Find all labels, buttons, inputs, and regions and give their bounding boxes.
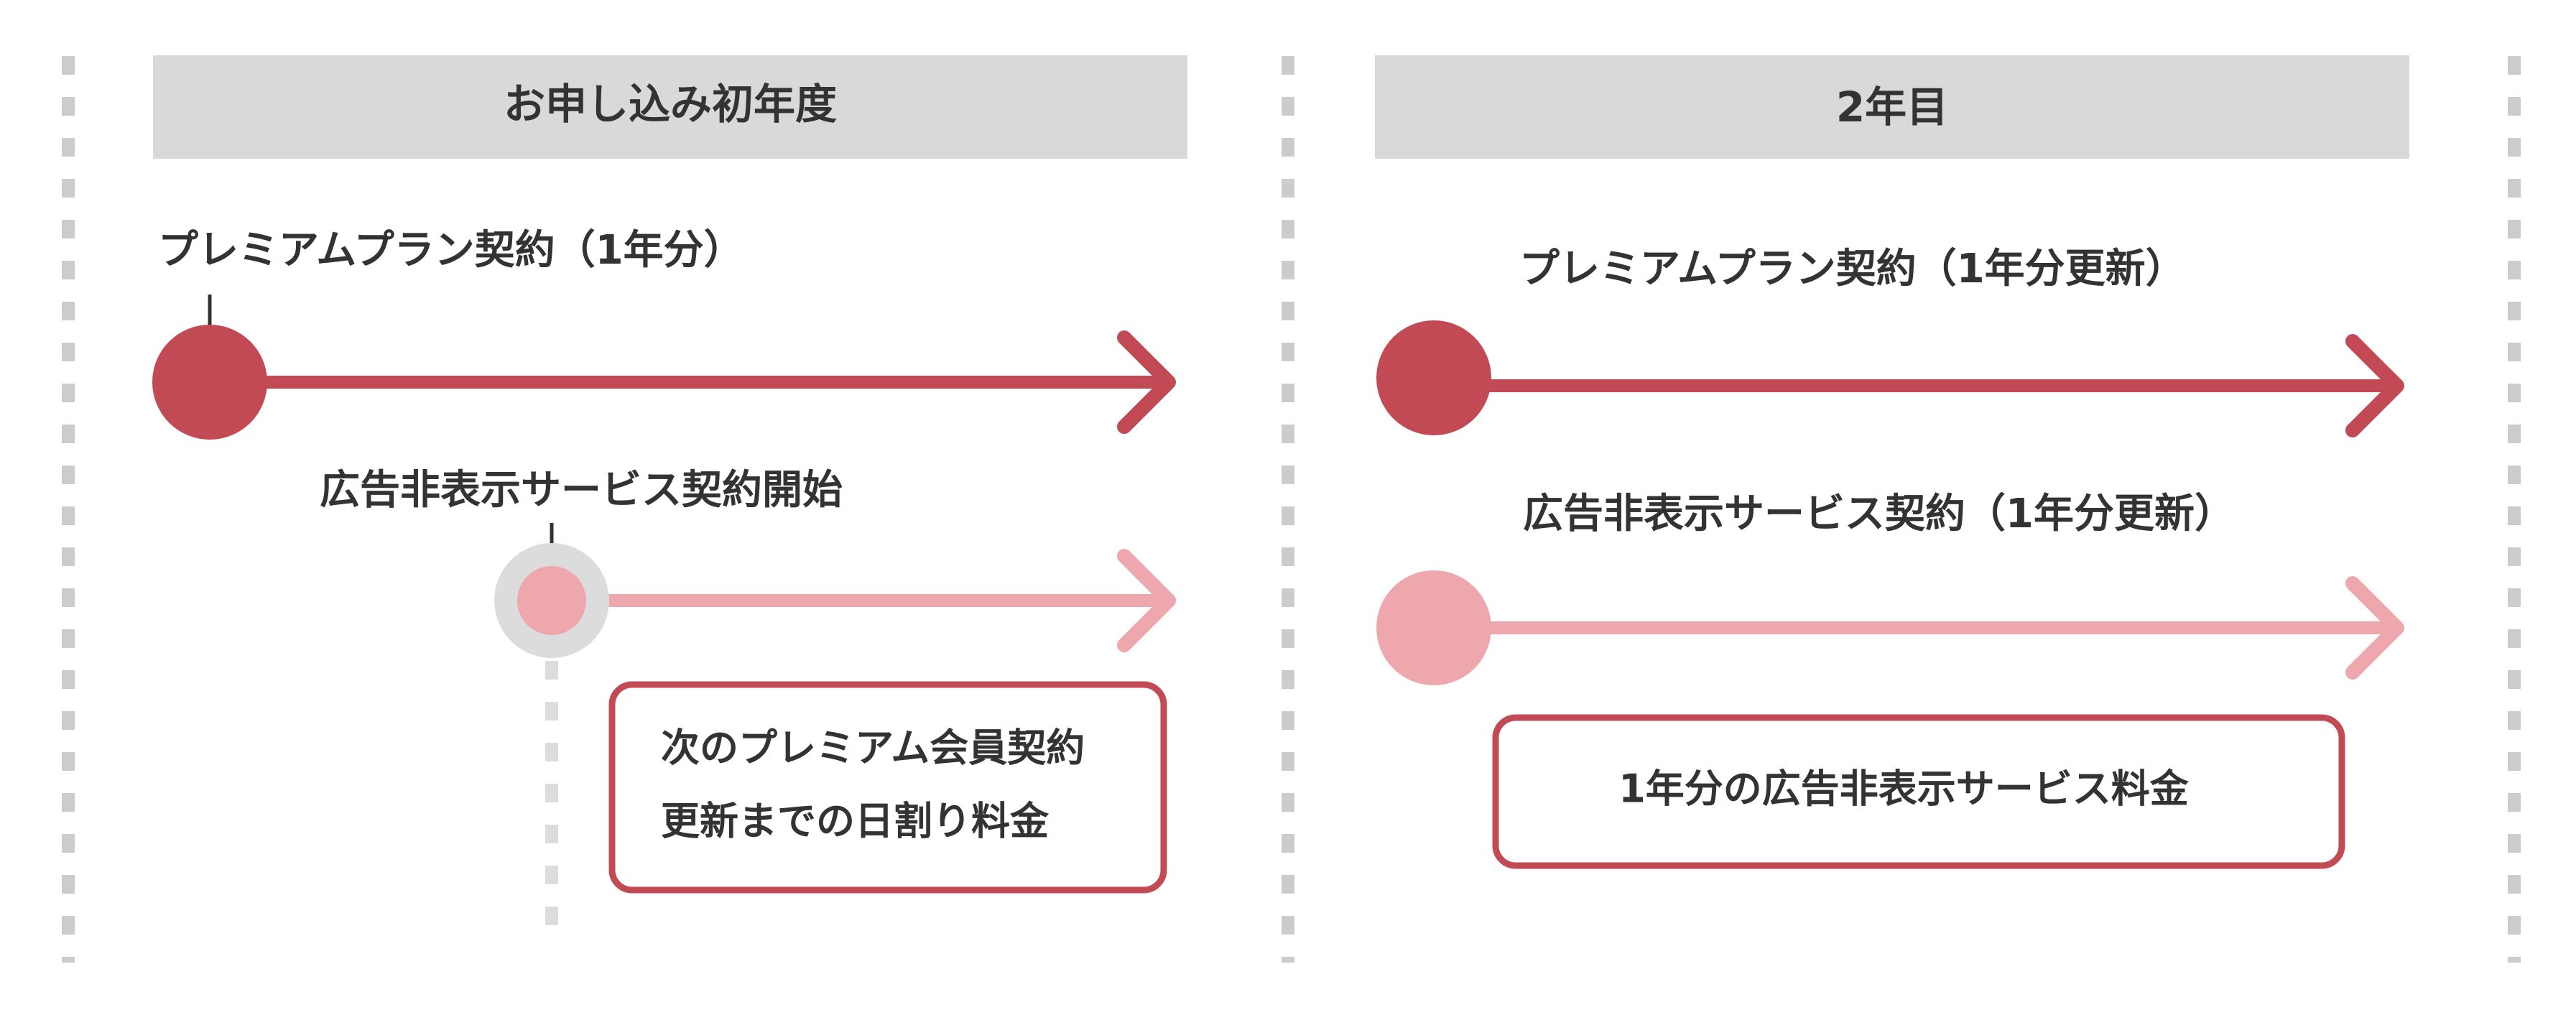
- year1-adfree-label: 広告非表示サービス契約開始: [320, 467, 843, 514]
- year2-adfree-start-marker: [1376, 570, 1491, 685]
- year1-adfree-arrowhead: [1117, 549, 1176, 652]
- year2-adfree-arrowhead: [2345, 576, 2404, 680]
- year2-premium-label: プレミアムプラン契約（1年分更新）: [1519, 246, 2186, 292]
- year1-premium-start-marker: [152, 325, 267, 440]
- year2-header-bar: [1375, 55, 2409, 159]
- year1-note-line1: 次のプレミアム会員契約: [661, 726, 1085, 771]
- year1-premium-label: プレミアムプラン契約（1年分）: [158, 227, 744, 274]
- year2-column: 2年目 プレミアムプラン契約（1年分更新） 広告非表示サービス契約（1年分更新）…: [1375, 55, 2409, 869]
- year1-premium-arrowhead: [1117, 330, 1176, 434]
- year1-header: お申し込み初年度: [504, 80, 837, 129]
- year2-adfree-label: 広告非表示サービス契約（1年分更新）: [1523, 491, 2235, 537]
- year2-note: 1年分の広告非表示サービス料金: [1618, 766, 2190, 812]
- year1-note-box: [608, 681, 1167, 894]
- year1-column: お申し込み初年度 プレミアムプラン契約（1年分） 広告非表示サービス契約開始 次…: [152, 55, 1187, 934]
- year2-header: 2年目: [1836, 83, 1948, 131]
- year1-header-bar: [153, 55, 1187, 159]
- year2-note-box: [1492, 714, 2345, 869]
- divider-lines: [62, 56, 2521, 963]
- year1-adfree-start-marker: [517, 566, 586, 635]
- year2-premium-arrowhead: [2345, 334, 2404, 437]
- year2-premium-start-marker: [1376, 320, 1491, 435]
- year1-note-line2: 更新までの日割り料金: [661, 799, 1050, 844]
